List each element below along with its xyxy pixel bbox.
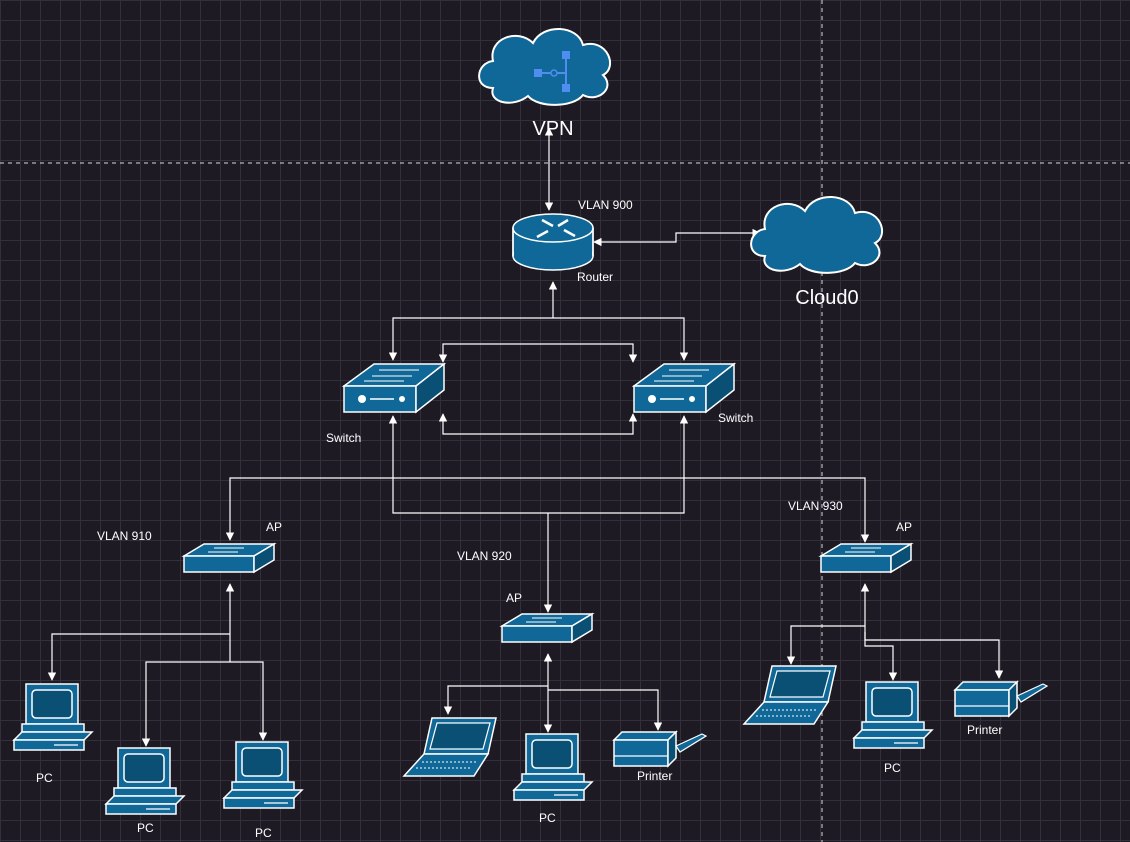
pc-left-1[interactable] xyxy=(13,683,93,751)
printer-right-label: Printer xyxy=(967,723,1002,737)
vpn-cloud[interactable] xyxy=(478,27,612,106)
printer-middle[interactable] xyxy=(613,731,707,767)
ap-right-label: AP xyxy=(896,520,912,534)
ap-left-vlan: VLAN 910 xyxy=(97,529,152,543)
link-ap-middle-laptop xyxy=(443,685,548,715)
ap-middle[interactable] xyxy=(501,613,593,643)
vpn-label: VPN xyxy=(532,118,573,140)
link-ap-left-pc1 xyxy=(47,633,230,681)
printer-middle-label: Printer xyxy=(637,769,672,783)
pc-middle-label: PC xyxy=(539,811,556,825)
pc-left-2-label: PC xyxy=(137,821,154,835)
link-switch-ring xyxy=(388,415,689,514)
ap-right[interactable] xyxy=(820,543,912,573)
link-ap-left-right xyxy=(225,477,870,543)
router[interactable] xyxy=(512,213,594,271)
link-ap-left-pc2 xyxy=(141,661,230,747)
router-label: Router xyxy=(577,270,613,284)
vpn-network-icon xyxy=(534,51,570,92)
pc-left-2[interactable] xyxy=(105,747,185,815)
pc-right[interactable] xyxy=(853,681,933,749)
link-ap-left-pc3 xyxy=(230,661,268,741)
pc-left-3-label: PC xyxy=(255,826,272,840)
link-ap-right-laptop xyxy=(786,625,865,665)
link-router-switch-left xyxy=(388,317,553,361)
pc-right-label: PC xyxy=(884,761,901,775)
printer-right[interactable] xyxy=(954,681,1048,717)
ap-left[interactable] xyxy=(183,543,275,573)
cloud0[interactable] xyxy=(750,195,884,274)
ap-middle-vlan: VLAN 920 xyxy=(457,549,512,563)
link-switch-bottom xyxy=(438,413,638,435)
link-ap-middle-printer xyxy=(548,689,663,731)
ap-middle-label: AP xyxy=(506,591,522,605)
link-router-cloud0 xyxy=(593,228,761,247)
switch-left-label: Switch xyxy=(326,431,361,445)
pc-left-1-label: PC xyxy=(36,771,53,785)
link-router-switch-right xyxy=(553,317,689,361)
link-switch-top xyxy=(438,343,638,363)
laptop-middle[interactable] xyxy=(403,717,497,777)
ap-right-vlan: VLAN 930 xyxy=(788,499,843,513)
cloud0-label: Cloud0 xyxy=(795,287,858,309)
link-ap-right-pc xyxy=(864,632,898,681)
router-vlan-label: VLAN 900 xyxy=(578,198,633,212)
pc-middle[interactable] xyxy=(513,733,593,801)
router-arrows-icon xyxy=(536,218,576,239)
switch-left[interactable] xyxy=(343,363,445,413)
switch-right[interactable] xyxy=(633,363,735,413)
pc-left-3[interactable] xyxy=(223,741,303,809)
ap-left-label: AP xyxy=(266,520,282,534)
link-ap-right-printer xyxy=(864,632,1004,679)
switch-right-label: Switch xyxy=(718,411,753,425)
